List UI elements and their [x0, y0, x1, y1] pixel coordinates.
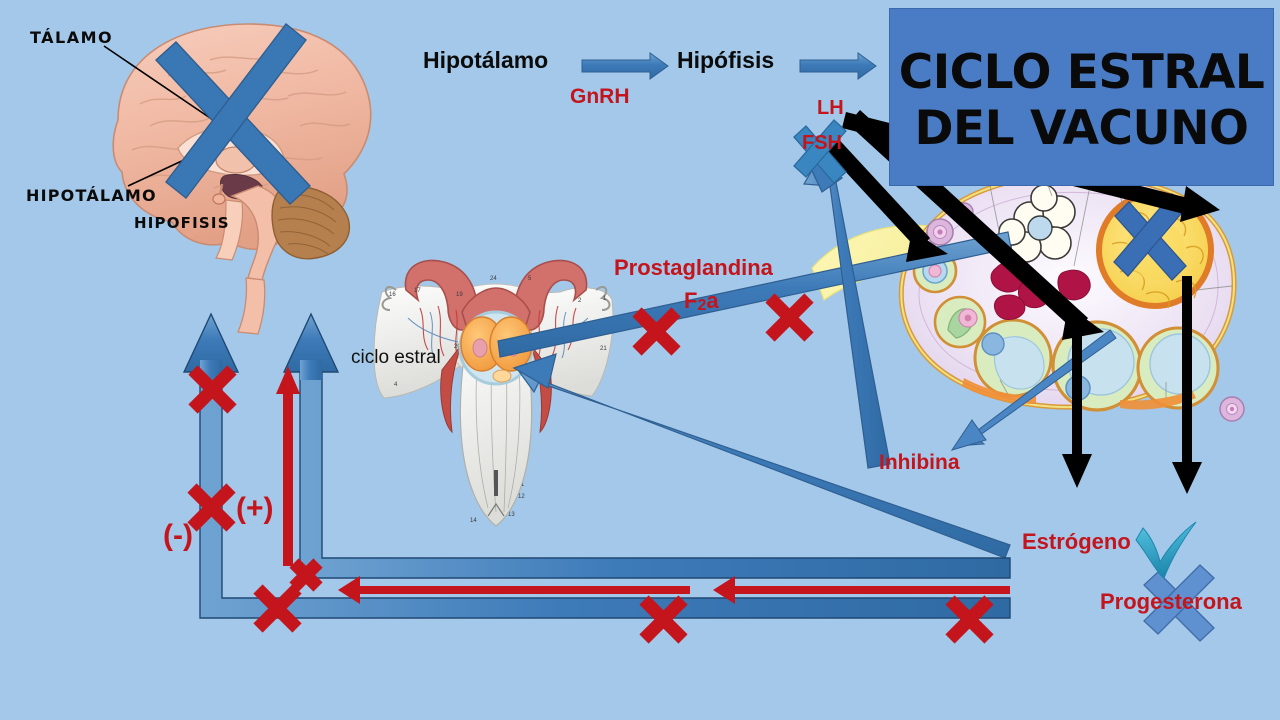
svg-text:24: 24 [490, 276, 497, 282]
svg-text:21: 21 [600, 346, 607, 352]
label-negative-feedback: (-) [163, 519, 193, 552]
svg-text:4: 4 [394, 382, 398, 388]
red-x-4 [639, 595, 688, 644]
brain-cross-out-x [155, 23, 311, 205]
svg-text:5: 5 [528, 276, 532, 282]
label-prostaglandin-line1: Prostaglandina [614, 255, 773, 280]
svg-text:17: 17 [414, 288, 421, 294]
red-x-2 [187, 483, 236, 532]
arrow-gnrh [581, 52, 669, 80]
estrogen-check-icon [1135, 521, 1197, 579]
svg-text:19: 19 [456, 292, 463, 298]
label-prostaglandin-line2: F2a [684, 290, 719, 314]
svg-text:1: 1 [603, 296, 607, 302]
svg-text:12: 12 [518, 494, 525, 500]
label-fsh: FSH [802, 132, 842, 154]
fsh-cross-out-x [793, 119, 847, 184]
label-lh: LH [817, 97, 844, 119]
label-hypophysis: Hipófisis [677, 47, 775, 73]
label-hypophysis-brain: HIPOFISIS [134, 214, 230, 232]
arrow-feedback-short [299, 369, 1011, 579]
red-x-8 [289, 558, 323, 592]
prostaglandin-subscript: 2 [697, 297, 707, 314]
cross-out-marks-red [187, 293, 994, 644]
label-inhibin: Inhibina [879, 451, 960, 474]
arrow-gonadotropins [799, 52, 877, 80]
svg-text:16: 16 [389, 292, 396, 298]
label-estrogen: Estrógeno [1022, 529, 1131, 554]
label-thalamus: TÁLAMO [30, 28, 114, 47]
svg-text:13: 13 [508, 512, 515, 518]
prostaglandin-alpha: a [706, 288, 719, 313]
red-x-7 [765, 293, 814, 342]
label-ciclo-estral: ciclo estral [351, 347, 441, 368]
title-box: CICLO ESTRAL DEL VACUNO [889, 8, 1274, 186]
arrow-inhibin-to-hypophysis [802, 158, 891, 469]
red-x-1 [188, 365, 237, 414]
label-progesterone: Progesterona [1100, 589, 1242, 614]
svg-text:2: 2 [578, 298, 582, 304]
red-x-3 [253, 584, 302, 633]
progesterone-cross-out-x [1143, 564, 1215, 642]
label-hypothalamus: Hipotálamo [423, 47, 549, 73]
svg-text:20: 20 [454, 344, 461, 350]
label-gnrh: GnRH [570, 85, 630, 108]
arrow-ovary-to-uterus [497, 231, 1012, 358]
brain-illustration [103, 23, 372, 335]
prostaglandin-f: F [684, 288, 698, 313]
arrows-red-positive [276, 366, 1010, 604]
svg-text:14: 14 [470, 518, 477, 524]
red-x-6 [632, 307, 681, 356]
title-line-1: CICLO ESTRAL [898, 45, 1265, 100]
label-hypothalamus-brain: HIPOTÁLAMO [26, 186, 157, 205]
label-positive-feedback: (+) [236, 492, 274, 525]
red-x-5 [945, 595, 994, 644]
title-line-2: DEL VACUNO [914, 101, 1249, 156]
